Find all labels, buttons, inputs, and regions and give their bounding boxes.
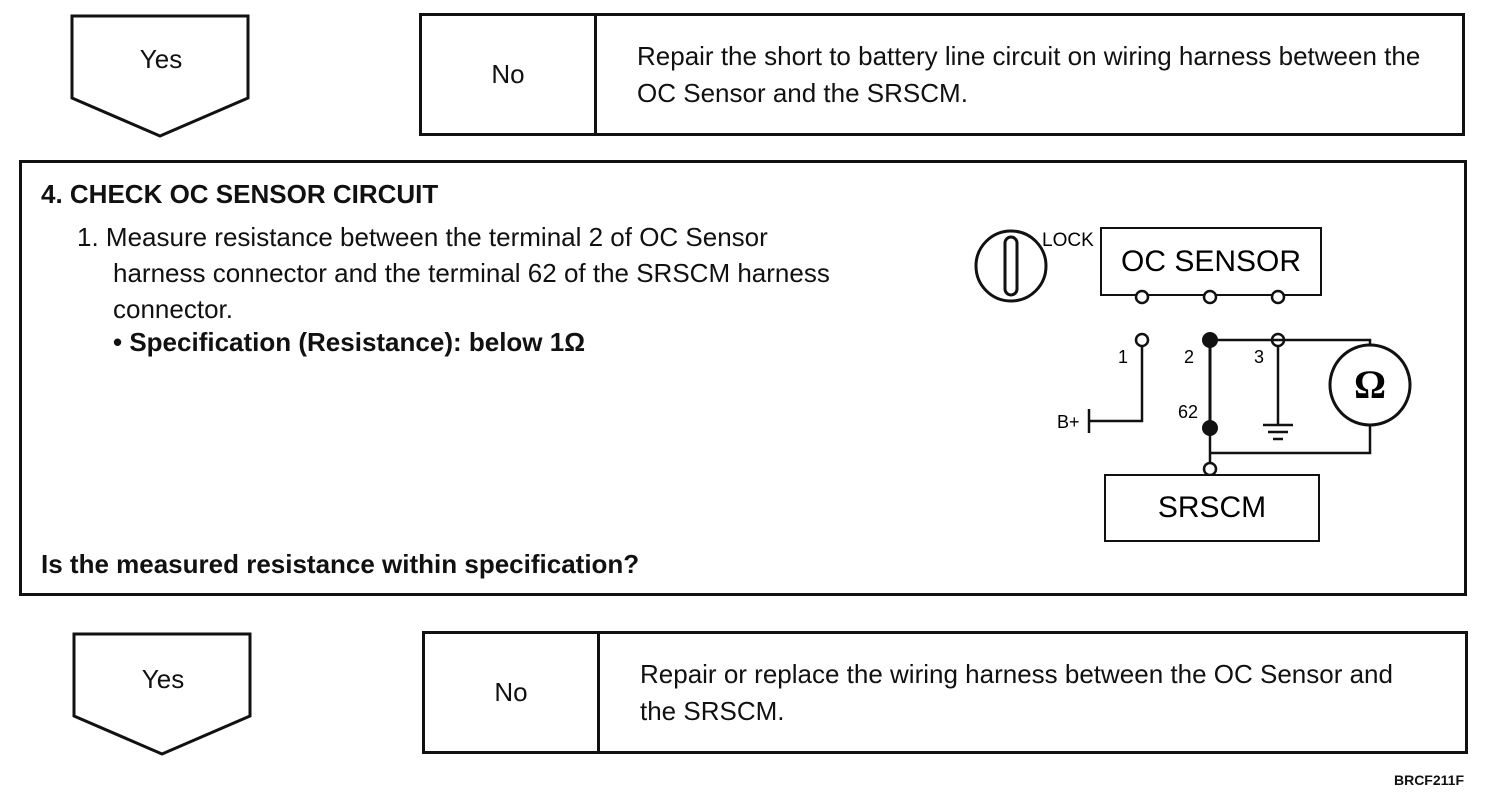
- oc-sensor-box: [1100, 227, 1322, 296]
- figure-code: BRCF211F: [1393, 772, 1464, 788]
- no-action-bottom: Repair or replace the wiring harness bet…: [640, 658, 1393, 726]
- terminal-3-label: 3: [1254, 347, 1264, 367]
- yes-label-bottom: Yes: [141, 664, 185, 694]
- no-label-bottom: No: [425, 634, 600, 751]
- step-line-1: Measure resistance between the terminal …: [105, 222, 768, 252]
- check-title: 4. CHECK OC SENSOR CIRCUIT: [41, 179, 439, 209]
- yes-label-top: Yes: [139, 44, 183, 74]
- module-connector: [1202, 461, 1218, 477]
- lock-label: LOCK: [1042, 230, 1094, 251]
- ground-icon: [1263, 423, 1293, 441]
- yes-arrow-bottom: [72, 632, 252, 756]
- no-box-top: No Repair the short to battery line circ…: [419, 13, 1465, 136]
- srscm-label: SRSCM: [1158, 491, 1266, 524]
- srscm-box: [1104, 474, 1320, 542]
- step-instruction: 1. Measure resistance between the termin…: [77, 219, 957, 327]
- ignition-lock-icon: [974, 229, 1048, 303]
- sensor-connector-3: [1270, 289, 1286, 305]
- b-plus-wire: [1089, 346, 1144, 423]
- yes-arrow-top: [70, 14, 250, 138]
- terminal-1-label: 1: [1118, 347, 1128, 367]
- step-line-2: harness connector and the terminal 62 of…: [113, 258, 830, 288]
- ohmmeter-icon: [1328, 343, 1412, 427]
- meter-lead-bottom: [1210, 425, 1372, 455]
- b-plus-label: B+: [1057, 412, 1080, 432]
- oc-sensor-label: OC SENSOR: [1121, 245, 1301, 278]
- sensor-connector-2: [1202, 289, 1218, 305]
- check-step-box: 4. CHECK OC SENSOR CIRCUIT 1. Measure re…: [19, 160, 1467, 596]
- circuit-diagram: LOCK OC SENSOR 1 B+ 2 62 3: [974, 227, 1412, 542]
- terminal-62-label: 62: [1178, 402, 1198, 422]
- step-line-3: connector.: [113, 294, 233, 324]
- terminal-2-label: 2: [1184, 347, 1194, 367]
- step-number: 1.: [77, 222, 99, 252]
- specification: • Specification (Resistance): below 1Ω: [113, 327, 586, 357]
- terminal-1-pin: [1134, 332, 1150, 348]
- no-label-top: No: [422, 16, 597, 133]
- question: Is the measured resistance within specif…: [41, 549, 640, 579]
- ignition-key-slot: [1003, 235, 1019, 297]
- no-box-bottom: No Repair or replace the wiring harness …: [422, 631, 1468, 754]
- ohm-symbol: Ω: [1354, 362, 1386, 407]
- sensor-connector-1: [1134, 289, 1150, 305]
- no-action-top: Repair the short to battery line circuit…: [637, 40, 1421, 108]
